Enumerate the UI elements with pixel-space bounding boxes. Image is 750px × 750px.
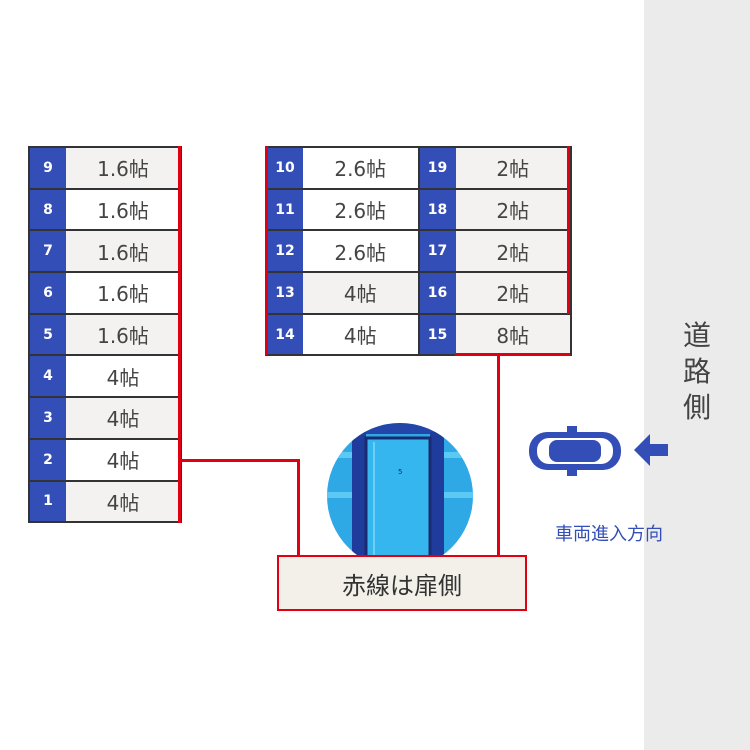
arrow-left-icon bbox=[634, 434, 668, 466]
unit-number: 5 bbox=[30, 314, 66, 355]
door-line-mid-right bbox=[567, 146, 570, 314]
unit-number: 14 bbox=[267, 314, 303, 355]
unit-size: 1.6帖 bbox=[66, 314, 182, 355]
unit-number: 1 bbox=[30, 481, 66, 522]
unit-size: 1.6帖 bbox=[66, 273, 182, 313]
car-icon bbox=[529, 426, 621, 476]
unit-number: 12 bbox=[267, 231, 303, 272]
connector-left-h bbox=[180, 459, 300, 462]
unit-number: 8 bbox=[30, 189, 66, 230]
unit-number: 13 bbox=[267, 273, 303, 313]
unit-size: 2.6帖 bbox=[303, 231, 420, 272]
door-side-note: 赤線は扉側 bbox=[277, 555, 527, 611]
unit-size: 4帖 bbox=[66, 439, 182, 480]
road-side-area bbox=[644, 0, 750, 750]
unit-size: 4帖 bbox=[66, 398, 182, 438]
unit-number: 3 bbox=[30, 398, 66, 438]
unit-size: 1.6帖 bbox=[66, 189, 182, 230]
unit-size: 2帖 bbox=[455, 231, 572, 272]
unit-number: 7 bbox=[30, 231, 66, 272]
unit-number: 17 bbox=[419, 231, 456, 272]
unit-size: 1.6帖 bbox=[66, 231, 182, 272]
connector-left-v bbox=[297, 459, 300, 556]
unit-number: 10 bbox=[267, 148, 303, 188]
door-line-mid-left bbox=[265, 146, 268, 355]
unit-number: 9 bbox=[30, 148, 66, 188]
container-photo: 5 bbox=[327, 423, 473, 569]
unit-size: 4帖 bbox=[66, 356, 182, 397]
vehicle-entry-direction: 車両進入方向 bbox=[555, 524, 663, 545]
unit-number: 11 bbox=[267, 189, 303, 230]
unit-size: 4帖 bbox=[66, 481, 182, 522]
unit-size: 4帖 bbox=[303, 314, 420, 355]
unit-number: 18 bbox=[419, 189, 456, 230]
unit-size: 2帖 bbox=[455, 189, 572, 230]
unit-number: 15 bbox=[419, 314, 456, 355]
unit-number: 2 bbox=[30, 439, 66, 480]
svg-text:5: 5 bbox=[398, 468, 402, 476]
unit-size: 1.6帖 bbox=[66, 148, 182, 188]
unit-number: 6 bbox=[30, 273, 66, 313]
road-side-label: 道路側 bbox=[682, 319, 711, 424]
unit-number: 4 bbox=[30, 356, 66, 397]
unit-size: 8帖 bbox=[455, 314, 572, 355]
connector-right-v bbox=[497, 355, 500, 556]
unit-size: 4帖 bbox=[303, 273, 420, 313]
door-line-unit-15 bbox=[455, 353, 570, 356]
unit-size: 2帖 bbox=[455, 273, 572, 313]
unit-number: 19 bbox=[419, 148, 456, 188]
door-line-left bbox=[178, 146, 181, 523]
unit-size: 2.6帖 bbox=[303, 189, 420, 230]
unit-size: 2帖 bbox=[455, 148, 572, 188]
unit-size: 2.6帖 bbox=[303, 148, 420, 188]
unit-number: 16 bbox=[419, 273, 456, 313]
